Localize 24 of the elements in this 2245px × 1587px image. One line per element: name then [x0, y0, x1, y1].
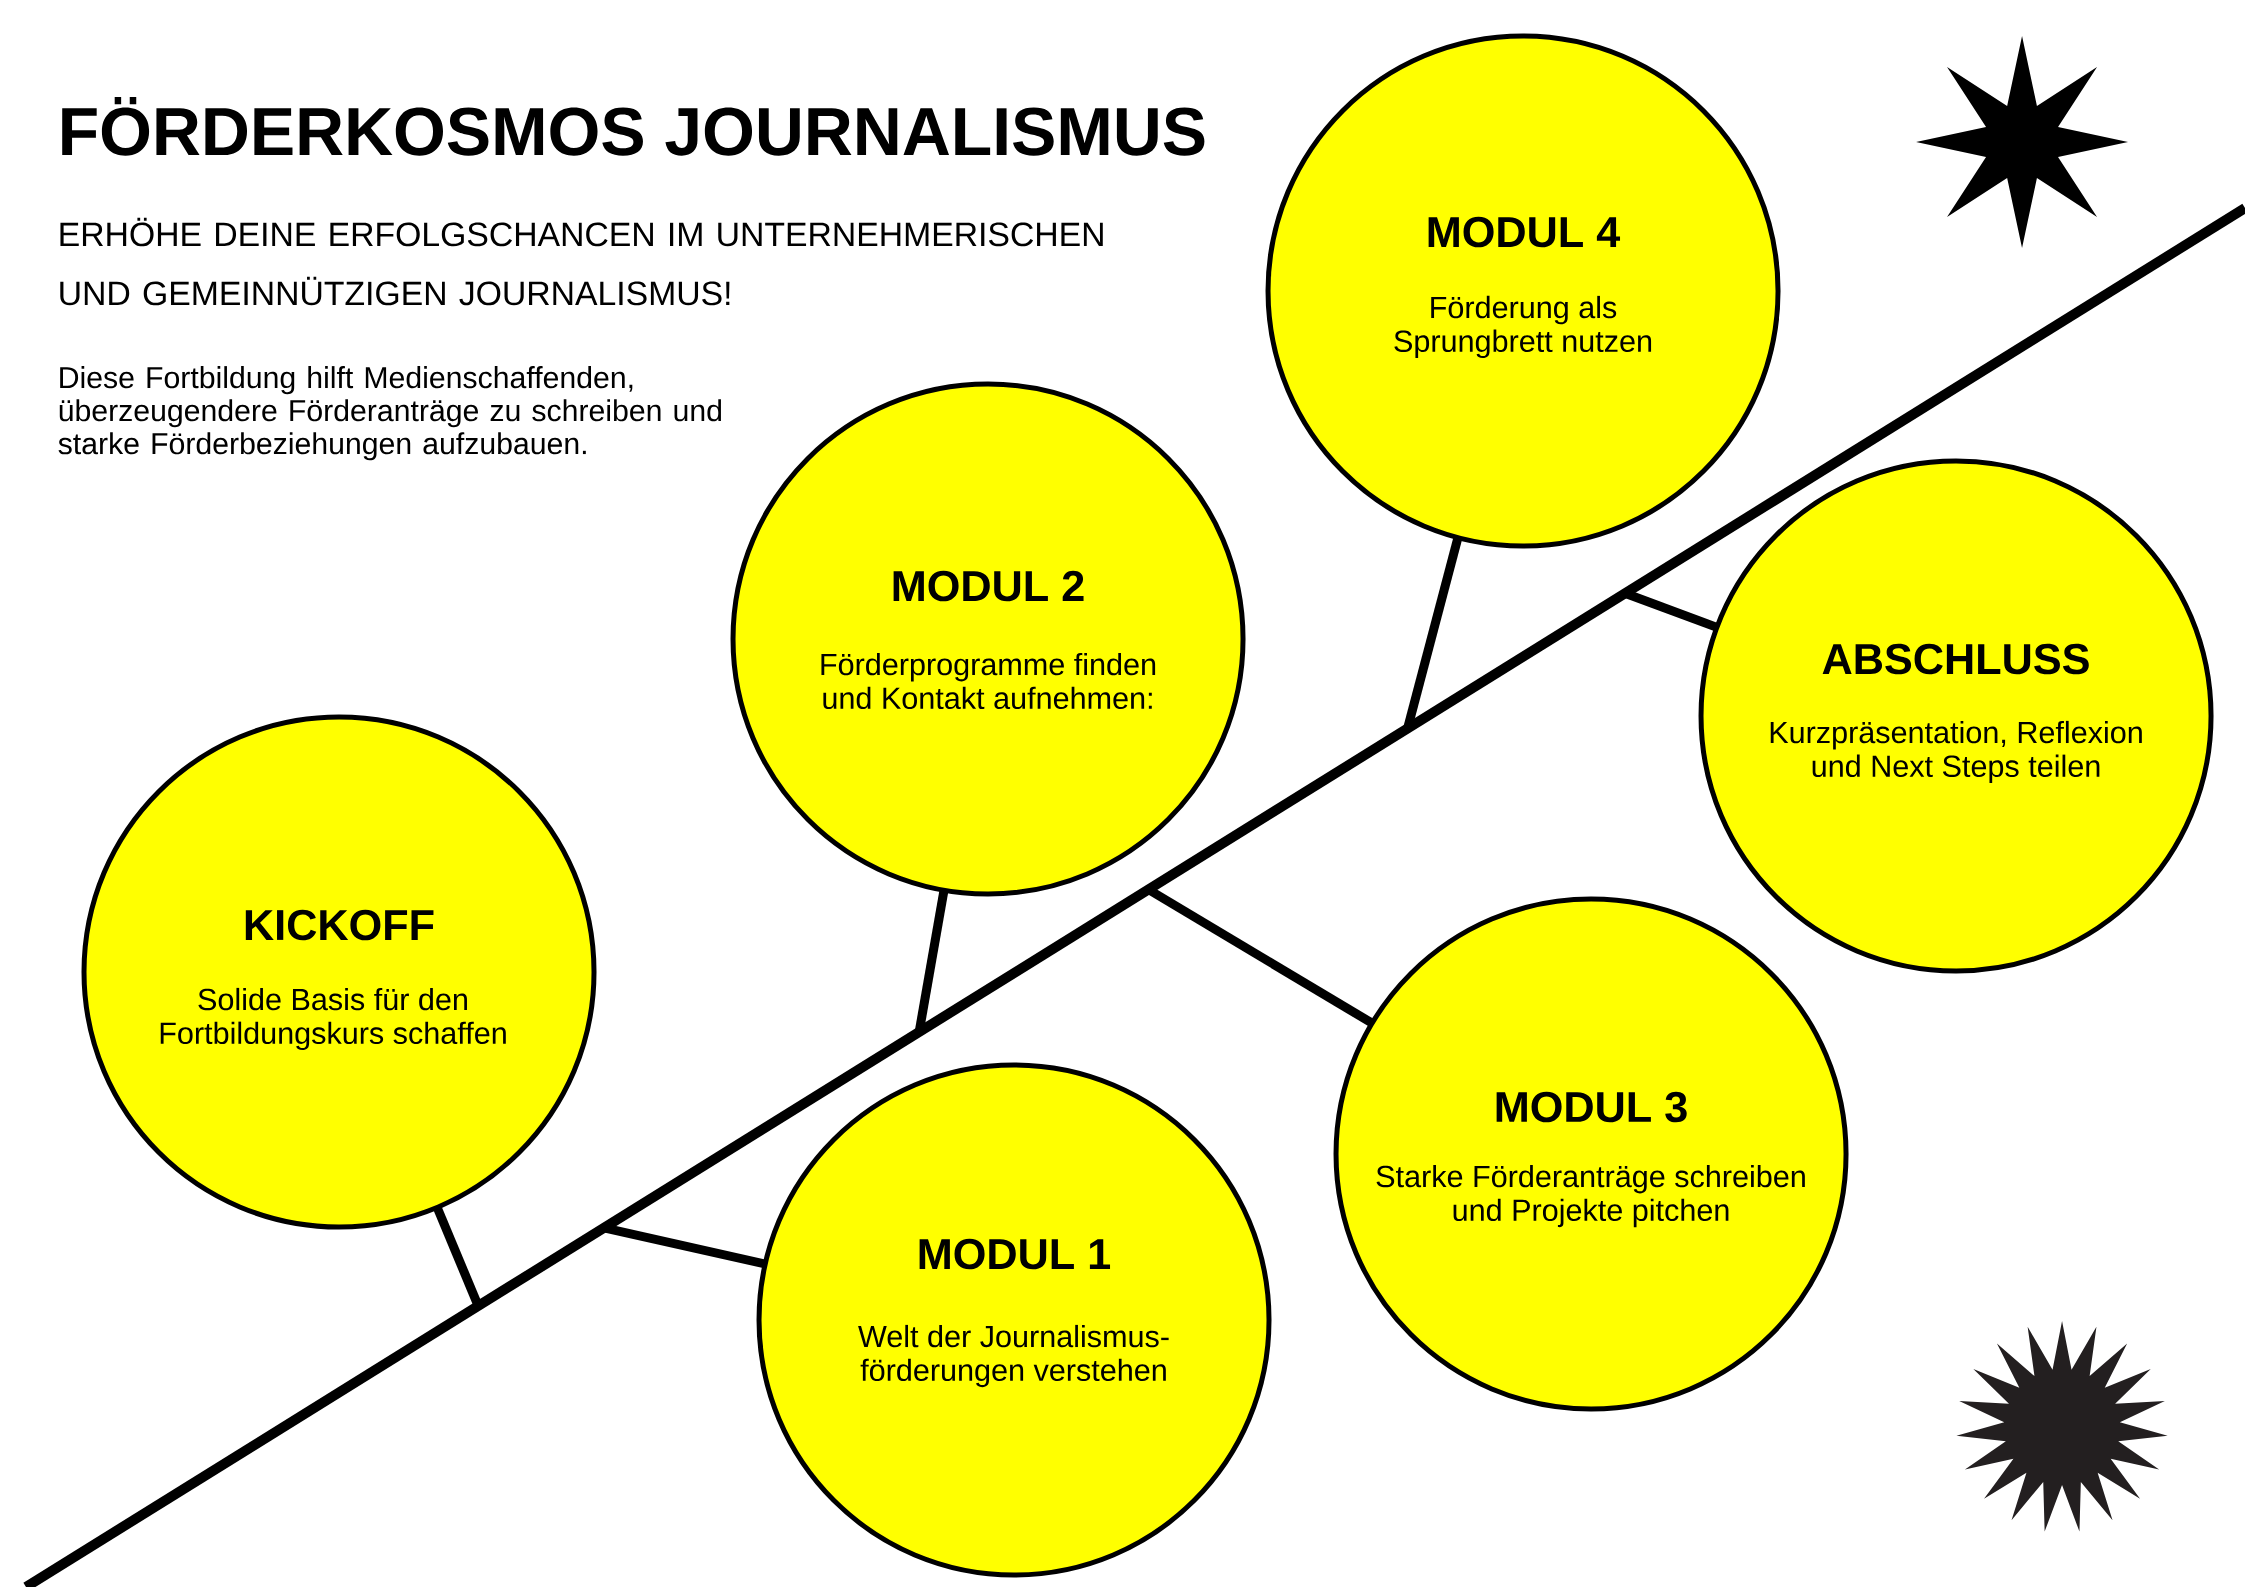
timeline	[23, 203, 2245, 1587]
module-description: Kurzpräsentation, Reflexion und Next Steps teilen	[1770, 720, 2142, 784]
module-description: Solide Basis für den Fortbildungskurs schaffen	[160, 987, 506, 1051]
module-title: KICKOFF	[245, 909, 434, 941]
description-text: Diese Fortbildung hilft Medienschaffenden, überzeugendere Förderanträge zu schreiben und starke Förderbeziehungen aufzubauen.	[58, 366, 721, 461]
module-title: MODUL 3	[1496, 1091, 1687, 1123]
module-title: MODUL 2	[893, 570, 1084, 602]
module-description: Starke Förderanträge schreiben und Projekte pitchen	[1376, 1164, 1805, 1228]
module-title: ABSCHLUSS	[1822, 643, 2089, 675]
module-circle	[756, 1062, 1272, 1578]
module-circle	[730, 381, 1246, 897]
module-circle	[1333, 896, 1849, 1412]
module-circle	[1698, 458, 2214, 974]
module-circle	[81, 714, 597, 1230]
title: FÖRDERKOSMOS JOURNALISMUS	[62, 97, 1205, 156]
module-description: Förderung als Sprungbrett nutzen	[1394, 295, 1652, 359]
module-title: MODUL 1	[919, 1238, 1111, 1270]
module-circle	[1265, 33, 1781, 549]
module-title: MODUL 4	[1428, 216, 1621, 248]
connector-line	[603, 1223, 767, 1269]
module-description: Förderprogramme finden und Kontakt aufnehmen:	[821, 652, 1156, 710]
subtitle: ERHÖHE DEINE ERFOLGSCHANCEN IM UNTERNEHMERISCHEN UND GEMEINNÜTZIGEN JOURNALISMUS!	[60, 217, 1103, 306]
connector-line	[1623, 589, 1719, 632]
module-description: Welt der Journalismus- förderungen verstehen	[858, 1324, 1169, 1388]
